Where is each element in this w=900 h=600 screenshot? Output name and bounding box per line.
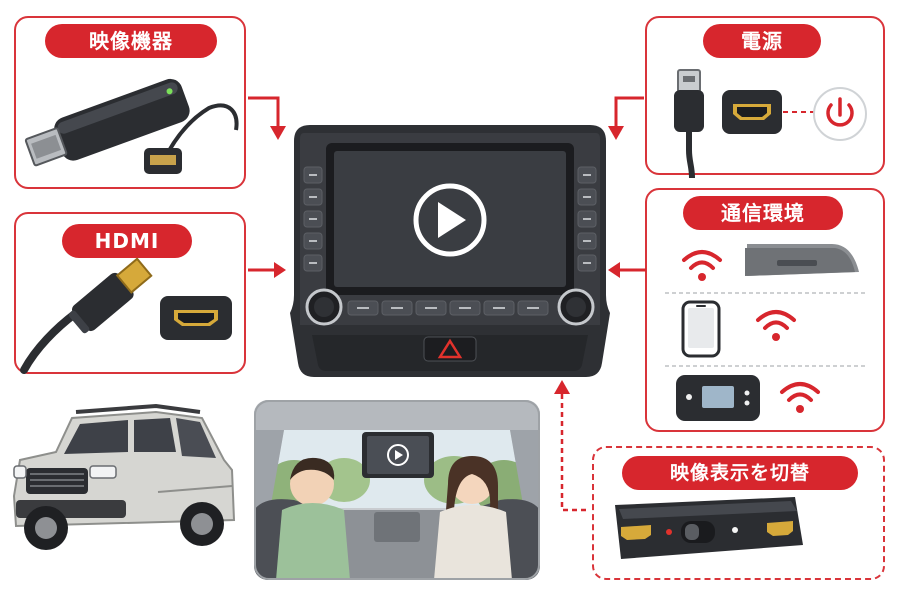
power-label: 電源: [703, 24, 821, 58]
usb-cable-icon: [674, 69, 704, 179]
arrow-power-to-unit: [608, 96, 644, 140]
car-icon: [12, 403, 236, 550]
wifi-icon-2: [756, 310, 796, 341]
car-router-icon: [745, 244, 859, 276]
pocket-wifi-icon: [676, 375, 760, 421]
network-divider-2: [665, 365, 865, 367]
wifi-icon-3: [780, 382, 820, 413]
video-devices-label: 映像機器: [45, 24, 217, 58]
hdmi-cable-icon: [20, 257, 153, 374]
arrow-hdmi-to-unit: [248, 262, 286, 278]
network-divider-1: [665, 292, 865, 294]
power-hdmi-port-icon: [722, 90, 782, 134]
smartphone-icon: [681, 300, 721, 358]
power-link-line: [783, 111, 823, 113]
arrow-switch-to-unit: [554, 380, 586, 512]
wifi-icon: [682, 250, 722, 281]
tune-knob[interactable]: [557, 288, 595, 326]
power-button-icon: [813, 87, 867, 141]
car-head-unit: [290, 125, 610, 377]
hazard-icon[interactable]: [423, 336, 477, 362]
arrow-network-to-unit: [608, 262, 646, 278]
play-icon[interactable]: [413, 183, 487, 257]
switch-display-label: 映像表示を切替: [622, 456, 858, 490]
hdmi-port-icon: [160, 296, 232, 340]
car-interior-icon: [254, 400, 540, 580]
hdmi-stick-icon: [24, 78, 239, 174]
network-label: 通信環境: [683, 196, 843, 230]
hdmi-label: HDMI: [62, 224, 192, 258]
volume-knob[interactable]: [305, 288, 343, 326]
arrow-video-to-unit: [248, 96, 286, 140]
hdmi-switch-icon: [615, 497, 803, 559]
